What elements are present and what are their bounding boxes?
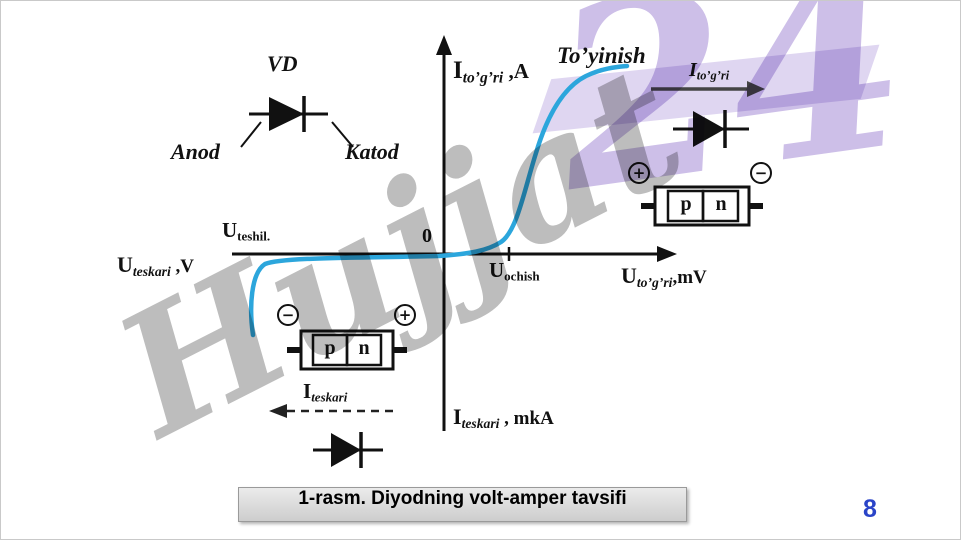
breakdown-voltage-sub: teshil. xyxy=(237,228,271,244)
diode-symbol-vd xyxy=(240,96,354,148)
reverse-current-sub: teskari xyxy=(311,389,348,405)
reverse-voltage-axis-unit: ,V xyxy=(170,256,194,277)
p-region-label: p xyxy=(324,337,336,359)
forward-voltage-axis-label: Uto’g’ri,mV xyxy=(621,263,707,291)
reverse-current-base: I xyxy=(303,379,312,403)
origin-label: 0 xyxy=(422,225,432,247)
reverse-voltage-axis-base: U xyxy=(117,252,133,277)
forward-current-axis-label: Ito’g’ri ,A xyxy=(453,57,529,87)
plus-terminal-icon: + xyxy=(394,304,416,326)
reverse-voltage-axis-sub: teskari xyxy=(132,263,171,279)
pn-junction-forward xyxy=(641,185,763,227)
saturation-label: To’yinish xyxy=(557,43,646,68)
forward-current-axis-base: I xyxy=(453,57,463,84)
reverse-voltage-axis-label: Uteskari ,V xyxy=(117,252,194,280)
reverse-current-axis-label: Iteskari , mkA xyxy=(453,404,554,432)
breakdown-voltage-label: Uteshil. xyxy=(222,218,270,245)
reverse-current-axis-base: I xyxy=(453,404,462,429)
breakdown-voltage-base: U xyxy=(222,218,238,242)
diode-symbol-forward xyxy=(673,110,749,148)
minus-terminal-icon: − xyxy=(277,304,299,326)
p-region-label: p xyxy=(680,193,692,215)
reverse-current-axis-unit: , mkA xyxy=(499,408,554,429)
cathode-label: Katod xyxy=(345,139,399,164)
pn-junction-reverse xyxy=(287,329,407,371)
forward-voltage-axis-unit: ,mV xyxy=(672,267,707,288)
reverse-current-axis-sub: teskari xyxy=(461,415,500,431)
opening-voltage-label: Uochish xyxy=(489,258,540,285)
axes-lines xyxy=(232,35,677,431)
figure-caption: 1-rasm. Diyodning volt-amper tavsifi xyxy=(238,487,687,522)
anode-label: Anod xyxy=(171,139,220,164)
forward-voltage-axis-base: U xyxy=(621,263,637,288)
reverse-current-arrow xyxy=(269,404,393,418)
forward-current-base: I xyxy=(689,59,697,81)
forward-current-axis-unit: ,A xyxy=(503,59,529,83)
n-region-label: n xyxy=(715,193,727,215)
n-region-label: n xyxy=(358,337,370,359)
minus-terminal-icon: − xyxy=(750,162,772,184)
iv-curve xyxy=(248,63,630,338)
page-number: 8 xyxy=(863,495,877,523)
forward-current-axis-sub: to’g’ri xyxy=(462,69,504,87)
opening-voltage-sub: ochish xyxy=(504,268,540,284)
forward-current-label: Ito’g’ri xyxy=(689,59,729,83)
opening-voltage-base: U xyxy=(489,258,505,282)
forward-current-sub: to’g’ri xyxy=(696,68,730,83)
vd-label: VD xyxy=(267,51,298,76)
plus-terminal-icon: + xyxy=(628,162,650,184)
forward-voltage-axis-sub: to’g’ri xyxy=(636,274,673,290)
diode-symbol-bottom xyxy=(313,432,383,468)
reverse-current-label: Iteskari xyxy=(303,379,347,406)
